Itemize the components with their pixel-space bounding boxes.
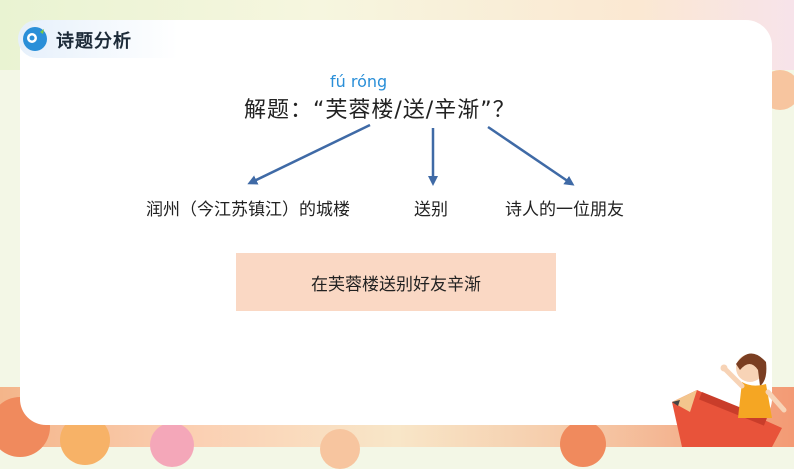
app-logo-icon (23, 27, 47, 51)
summary-box: 在芙蓉楼送别好友辛渐 (236, 253, 556, 311)
section-title: 诗题分析 (56, 31, 132, 52)
branch-label-friend: 诗人的一位朋友 (505, 200, 624, 220)
pinyin-annotation: fú róng (330, 72, 388, 91)
branch-label-farewell: 送别 (414, 200, 448, 220)
girl-on-pencil-illustration (672, 353, 787, 447)
content-panel (20, 20, 772, 425)
branch-label-location: 润州（今江苏镇江）的城楼 (146, 200, 350, 220)
summary-text: 在芙蓉楼送别好友辛渐 (311, 274, 481, 295)
arrows-diagram (247, 123, 575, 186)
question-text: 解题：“芙蓉楼/送/辛渐”？ (244, 98, 516, 123)
arrow-left (247, 123, 371, 185)
arrow-right (487, 125, 575, 186)
